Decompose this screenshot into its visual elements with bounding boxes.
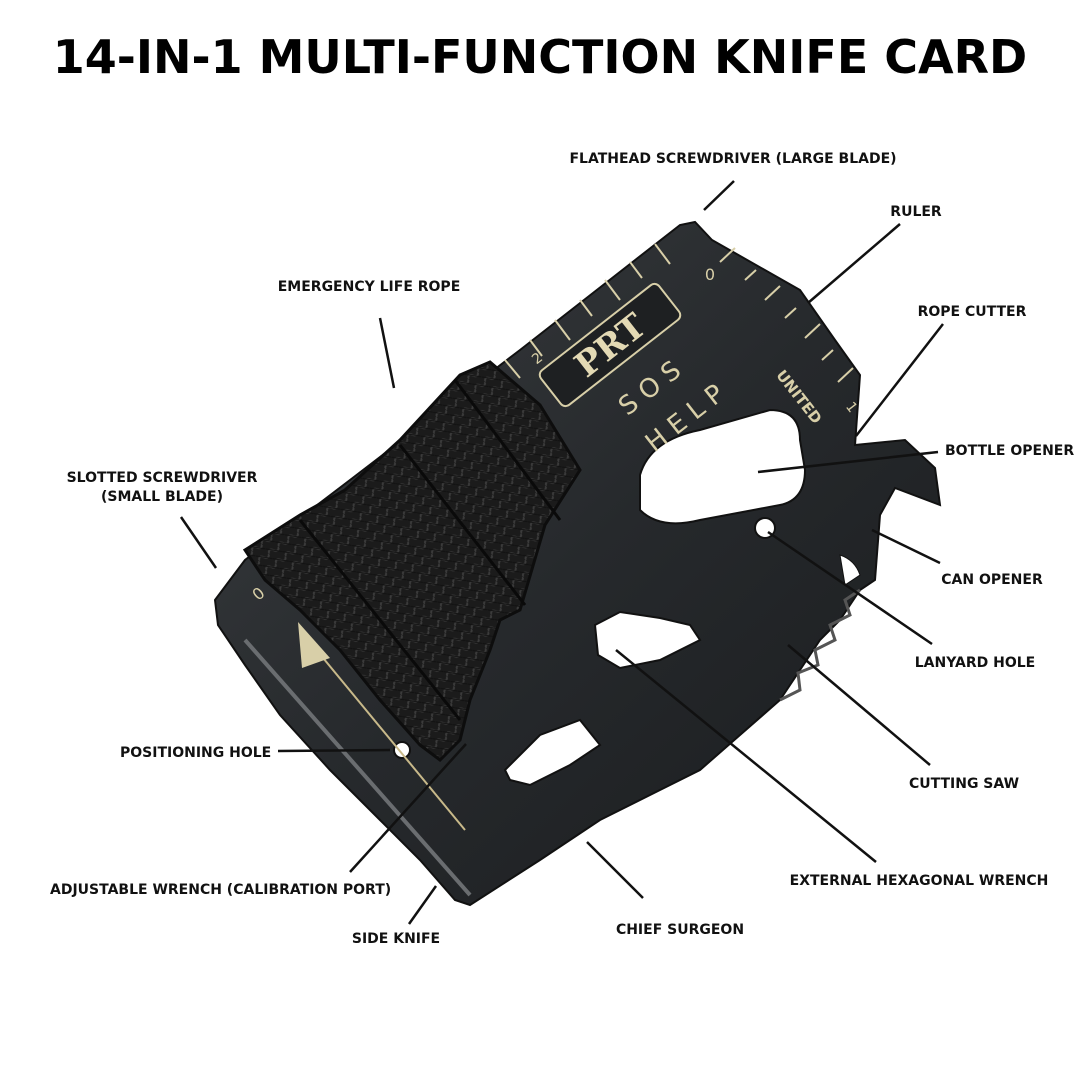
label-bottle-opener: BOTTLE OPENER xyxy=(945,443,1075,459)
line-can-opener xyxy=(871,528,941,565)
label-slotted-screwdriver: SLOTTED SCREWDRIVER xyxy=(66,470,258,486)
saw-teeth xyxy=(779,588,861,702)
positioning-hole xyxy=(393,741,411,759)
callout-lines xyxy=(179,180,944,925)
line-chief-surgeon xyxy=(586,841,644,899)
label-positioning-hole: POSITIONING HOLE xyxy=(120,745,272,761)
line-lanyard xyxy=(767,530,933,646)
card-body xyxy=(213,220,942,907)
label-can-opener: CAN OPENER xyxy=(941,572,1043,588)
line-bottle-opener xyxy=(757,450,939,474)
line-adjustable xyxy=(349,743,467,873)
label-emergency-life-rope: EMERGENCY LIFE ROPE xyxy=(277,279,461,295)
label-side-knife: SIDE KNIFE xyxy=(351,931,441,947)
label-rope-cutter: ROPE CUTTER xyxy=(917,304,1027,320)
label-ruler: RULER xyxy=(890,204,942,220)
ruler-ticks xyxy=(504,243,854,383)
knife-card xyxy=(213,220,942,907)
line-emergency-rope xyxy=(378,317,396,389)
line-side-knife xyxy=(407,885,438,925)
line-rope-cutter xyxy=(855,323,944,437)
bottle-opener-hole xyxy=(639,408,807,525)
hex-wrench-slot xyxy=(503,718,602,787)
line-positioning xyxy=(277,748,391,753)
label-flathead-screwdriver: FLATHEAD SCREWDRIVER (LARGE BLADE) xyxy=(569,151,897,167)
line-hex-wrench xyxy=(615,649,877,863)
label-slotted-screwdriver-sub: (SMALL BLADE) xyxy=(101,489,223,505)
calibration-line xyxy=(299,629,466,831)
line-slotted xyxy=(179,516,218,569)
blade-edge xyxy=(243,638,472,897)
label-lanyard-hole: LANYARD HOLE xyxy=(914,655,1036,671)
label-cutting-saw: CUTTING SAW xyxy=(908,776,1020,792)
line-ruler xyxy=(807,223,901,304)
ruler-mark-0: 0 xyxy=(705,265,715,284)
brand-badge xyxy=(538,282,682,408)
label-chief-surgeon: CHIEF SURGEON xyxy=(615,922,745,938)
line-cutting-saw xyxy=(787,644,931,766)
label-adjustable-wrench: ADJUSTABLE WRENCH (CALIBRATION PORT) xyxy=(50,882,392,898)
line-flathead xyxy=(703,180,735,211)
can-opener-notch xyxy=(839,554,861,586)
page-title: 14-IN-1 MULTI-FUNCTION KNIFE CARD xyxy=(52,30,1028,84)
paracord-rope xyxy=(242,360,582,762)
arrow-marker xyxy=(298,622,330,668)
label-external-hexagonal-wrench: EXTERNAL HEXAGONAL WRENCH xyxy=(789,873,1049,889)
